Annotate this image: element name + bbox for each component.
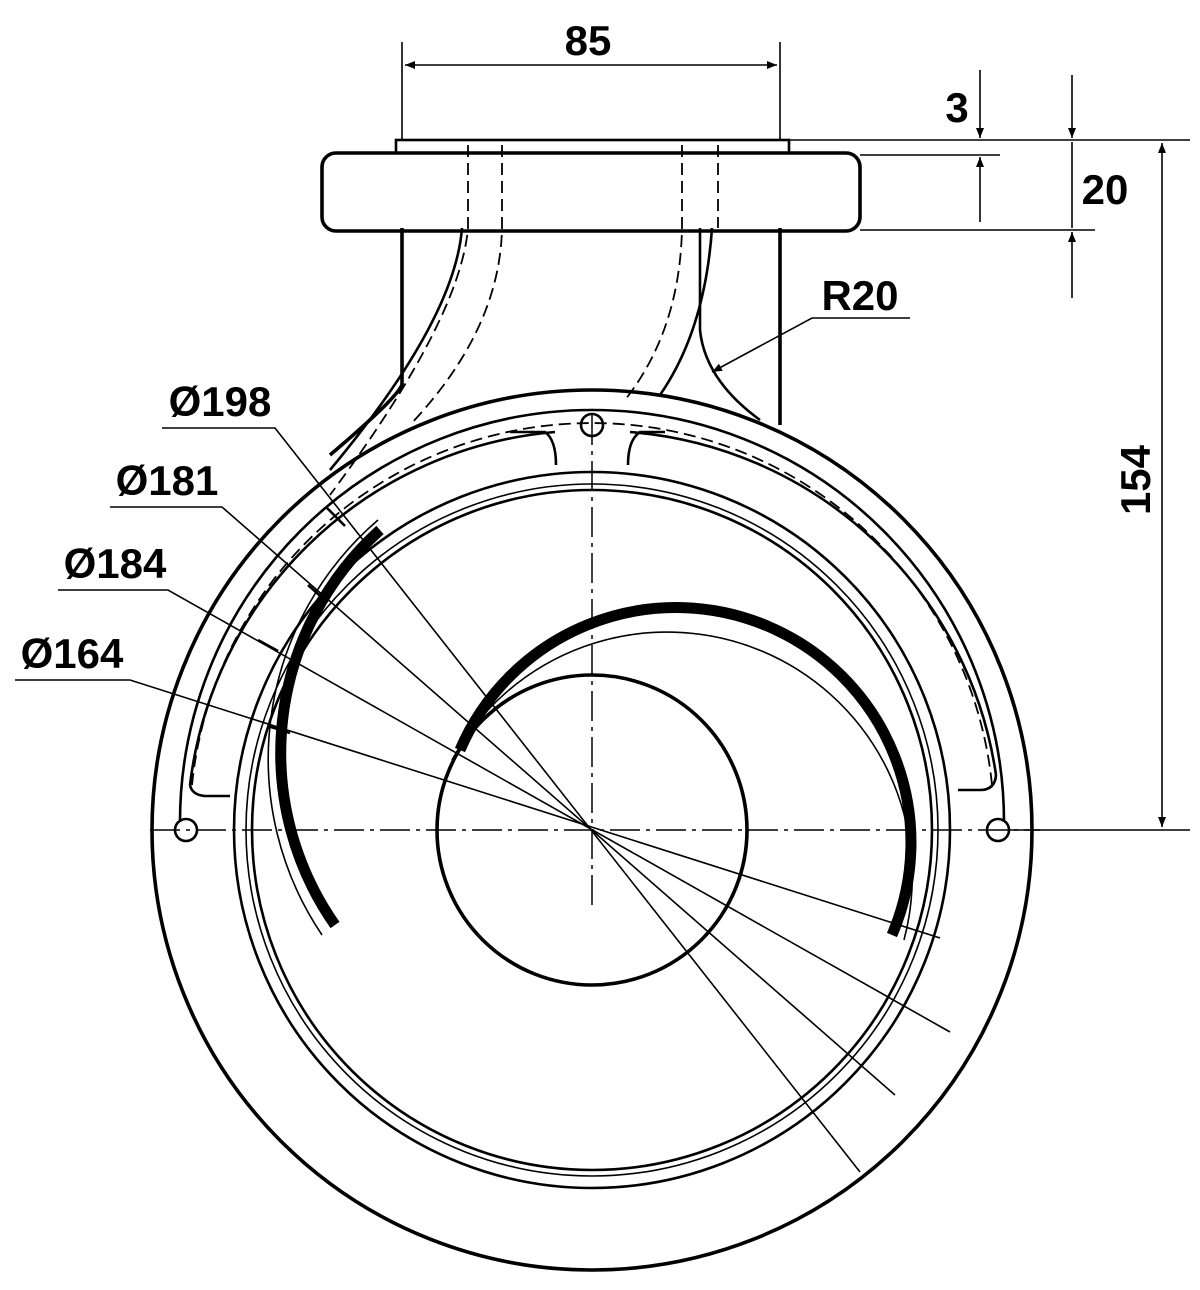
vane-inner-heavy xyxy=(454,602,917,938)
dim-text-r20: R20 xyxy=(821,272,898,319)
vane-inner-thin xyxy=(451,631,914,941)
leader-d164 xyxy=(15,679,941,939)
leader-d184-tick xyxy=(257,638,279,653)
dim-text-d181: Ø181 xyxy=(116,457,219,504)
dimension-154: 154 xyxy=(1010,143,1190,831)
dim-text-154: 154 xyxy=(1112,444,1159,515)
leader-d181 xyxy=(110,506,896,1096)
neck-passage-left xyxy=(329,227,464,471)
outlet-neck xyxy=(320,138,862,496)
gasket-strip xyxy=(394,138,791,155)
dim-text-3: 3 xyxy=(945,84,968,131)
neck-left-wall xyxy=(328,228,404,457)
channel-end-left xyxy=(188,784,230,798)
neck-fillet xyxy=(698,228,761,422)
dimension-85: 85 xyxy=(401,17,781,140)
leader-d164-tick xyxy=(267,724,291,735)
leader-d198 xyxy=(162,427,861,1173)
dim-text-d164: Ø164 xyxy=(21,630,124,677)
channel-top-tab-right xyxy=(626,430,665,466)
leader-d198-tick xyxy=(326,507,346,527)
leader-r20 xyxy=(711,317,910,373)
leader-lines xyxy=(15,427,951,1173)
leader-d181-tick xyxy=(307,584,327,602)
dim-text-d184: Ø184 xyxy=(64,540,167,587)
dimension-r20: R20 xyxy=(711,272,910,373)
channel-end-right xyxy=(958,774,998,792)
vane-left-thin xyxy=(267,519,379,936)
flange-plate xyxy=(320,151,862,233)
neck-dash-right xyxy=(624,145,683,401)
channel-inner-right xyxy=(629,430,998,776)
channel-top-tab-left xyxy=(510,430,558,466)
dim-text-20: 20 xyxy=(1082,166,1129,213)
dim-text-85: 85 xyxy=(565,17,612,64)
neck-dash-left xyxy=(329,145,469,496)
vane-left-heavy xyxy=(275,525,384,929)
neck-dash-left2 xyxy=(409,145,503,426)
neck-passage-right xyxy=(658,227,714,396)
center-lines xyxy=(150,415,1040,905)
dim-text-d198: Ø198 xyxy=(169,378,272,425)
channel-inner-left xyxy=(188,430,556,786)
dimension-20: 20 xyxy=(860,75,1128,298)
dimension-3: 3 xyxy=(789,70,1190,222)
leader-d184 xyxy=(58,589,951,1033)
